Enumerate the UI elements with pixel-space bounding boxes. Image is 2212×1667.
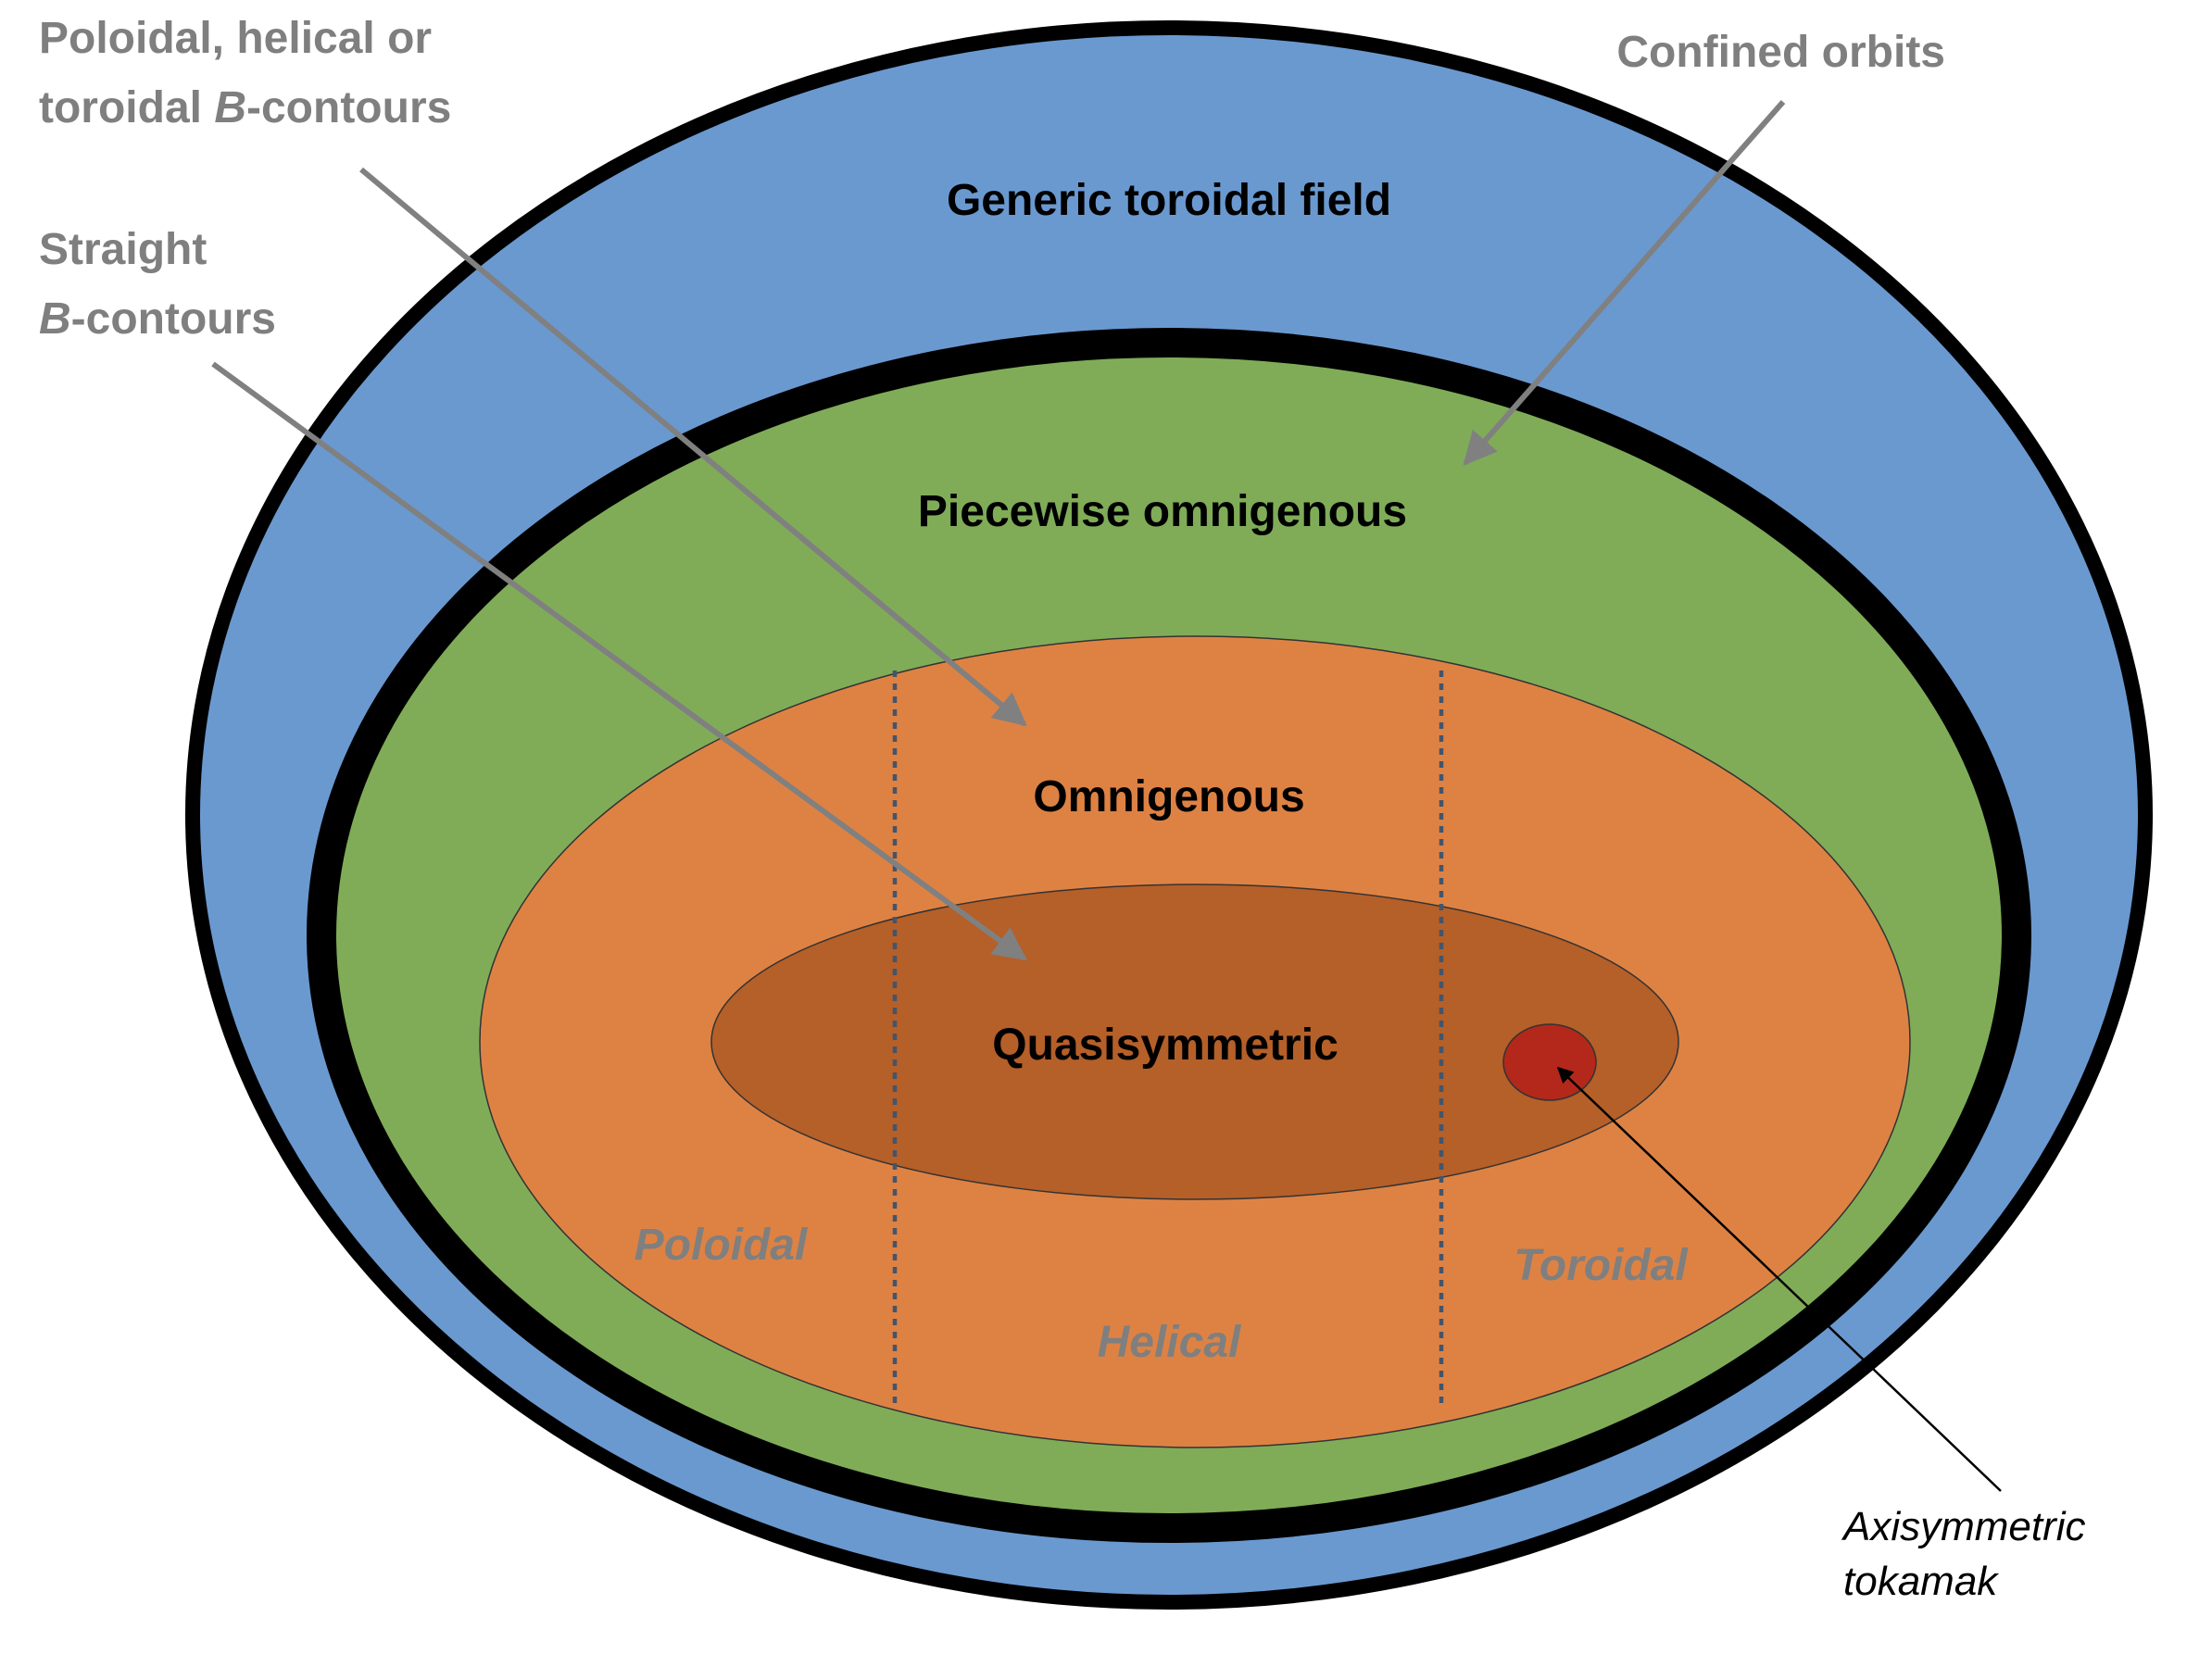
contours-label-line1: Poloidal, helical or xyxy=(39,14,432,63)
straight-label-line1: Straight xyxy=(39,225,207,274)
tokamak-label-line1: Axisymmetric xyxy=(1841,1504,2086,1549)
tokamak-label-line2: tokamak xyxy=(1843,1559,1999,1604)
helical-label: Helical xyxy=(1098,1318,1242,1367)
contours-label-line2: toroidal B-contours xyxy=(39,83,451,132)
confined-orbits-arrow xyxy=(1463,100,1786,466)
omnigenous-label: Omnigenous xyxy=(1033,772,1304,821)
toroidal-label: Toroidal xyxy=(1514,1241,1689,1290)
straight-label-line2: B-contours xyxy=(39,295,276,344)
quasisymmetric-region xyxy=(710,884,1679,1200)
quasisymmetric-label: Quasisymmetric xyxy=(992,1021,1339,1070)
contours-arrow xyxy=(359,167,1027,727)
confined-orbits-label: Confined orbits xyxy=(1616,28,1945,77)
tokamak-arrow xyxy=(1556,1066,2002,1492)
tokamak-point xyxy=(1502,1023,1597,1101)
straight-contours-arrow xyxy=(211,361,1027,961)
piecewise-label: Piecewise omnigenous xyxy=(918,487,1407,536)
generic-label: Generic toroidal field xyxy=(947,176,1391,225)
poloidal-label: Poloidal xyxy=(635,1221,809,1270)
